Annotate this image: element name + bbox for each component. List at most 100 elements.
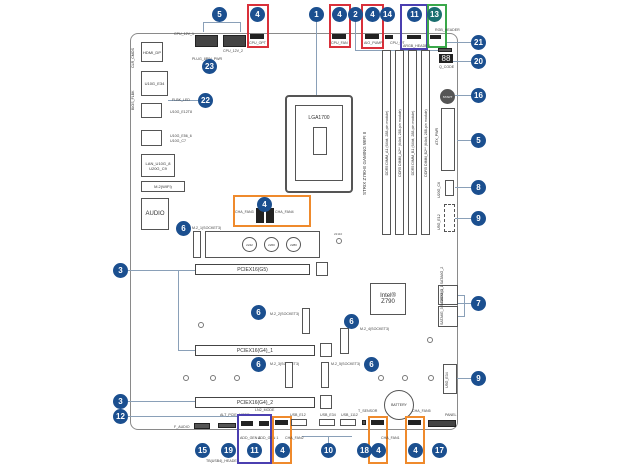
battery-label: BATTERY [391, 403, 407, 407]
callout-21: 21 [471, 35, 486, 50]
usb-1112-header [340, 419, 356, 426]
rgb-header[interactable] [430, 35, 441, 39]
cpu-ot-jumper[interactable] [385, 35, 393, 39]
board-name: STRIX Z790-E GAMING WIFI II [362, 131, 367, 195]
callout-4: 4 [408, 443, 423, 458]
cha-fan5-label: CHA_FAN5 [412, 409, 431, 413]
callout-19: 19 [221, 443, 236, 458]
t-sensor-label: T_SENSOR [358, 409, 378, 413]
sata-34-label: SATA6G_3 SATA6G_4 [440, 288, 444, 325]
callout-11: 11 [247, 443, 262, 458]
rgb-highlight [427, 4, 447, 48]
t-sensor-header[interactable] [362, 420, 366, 425]
callout-9: 9 [471, 371, 486, 386]
m2-5-label: M.2_5(SOCKET3) [331, 362, 361, 366]
cha-fan4-label: CHA_FAN4 [275, 210, 294, 214]
callout-3: 3 [113, 263, 128, 278]
start-button[interactable]: START [440, 89, 455, 104]
tb-header[interactable] [218, 423, 236, 428]
usb-e12-port [141, 103, 162, 118]
usb-c9-label: U20G_C9 [149, 165, 167, 171]
addr-gen-highlight [237, 414, 272, 464]
usb-e56-label: U10G_E56_6 [170, 134, 192, 138]
aio-pump-header[interactable] [365, 34, 379, 39]
panel-header[interactable] [428, 420, 456, 427]
aio-pump-label: AIO_PUMP [364, 41, 383, 45]
pcie-x16-g4-1-slot: PCIEX16(G4)_1 [195, 345, 315, 356]
sata-34 [438, 306, 458, 327]
f-audio-label: F_AUDIO [174, 425, 190, 429]
m2-1-slot [193, 231, 201, 258]
chipset: Intel®Z790 [370, 283, 406, 315]
cpu-socket: LGA1700 [285, 95, 353, 193]
m2-2-label: M.2_2(SOCKET3) [270, 312, 300, 316]
pcie1-label: PCIEX16(G5) [237, 266, 268, 273]
callout-11: 11 [407, 7, 422, 22]
addr-gen1-label: ADD_GEN 1 [258, 436, 279, 440]
callout-6: 6 [364, 357, 379, 372]
dimm-a1: DDR5 DIMM_A1 (64bit, 288-pin module) [382, 50, 391, 235]
pcie-x16-g5-slot: PCIEX16(G5) [195, 264, 310, 275]
cha-fan2-header[interactable] [275, 420, 288, 425]
standoff [234, 375, 240, 381]
cha-fan5-highlight [405, 416, 425, 464]
callout-4: 4 [365, 7, 380, 22]
cha-fan5-header[interactable] [408, 420, 421, 425]
clr-cmos-label: CLR_CMOS [131, 48, 135, 68]
standoff [402, 375, 408, 381]
cha-fan34-highlight [233, 195, 311, 227]
chipset-brand: Intel® [380, 293, 396, 299]
standoff-2242: 2242 [242, 237, 257, 252]
callout-5: 5 [212, 7, 227, 22]
cpu-opt-header[interactable] [250, 34, 264, 39]
m2-4-label: M.2_4(SOCKET3) [360, 327, 390, 331]
addr-gen1-header[interactable] [241, 421, 253, 426]
dimm-b2: DDR5 DIMM_B2** (64bit, 288-pin module) [421, 50, 430, 235]
callout-16: 16 [471, 88, 486, 103]
standoff [183, 375, 189, 381]
lan-label: LAN_U10G_8 [145, 160, 171, 166]
standoff-2260: 2260 [264, 237, 279, 252]
cpu-fan-highlight [329, 4, 351, 48]
cpu-12v-1-label: CPU_12V_1 [174, 32, 194, 36]
usb-e56-port [141, 130, 162, 146]
argb-header[interactable] [407, 35, 421, 39]
f-audio-header[interactable] [194, 423, 210, 429]
callout-20: 20 [471, 54, 486, 69]
ln2-label: LN2_MODE [255, 408, 275, 412]
dimm-b2-label: DDR5 DIMM_B2** (64bit, 288-pin module) [423, 108, 428, 177]
pcie2-label: PCIEX16(G4)_1 [236, 347, 274, 354]
hdmi-dp-port: HDMI_DP [141, 42, 163, 62]
callout-13: 13 [427, 7, 442, 22]
standoff [198, 322, 204, 328]
argb-label: ARGB_HEADER [403, 44, 431, 48]
cpu-opt-label: CPU_OPT [249, 41, 266, 45]
cpu-fan-header[interactable] [332, 34, 346, 39]
addr-gen2-label: ADD_GEN 2 [240, 436, 261, 440]
cpu-fan-label: CPU_FAN [331, 41, 348, 45]
callout-23: 23 [202, 59, 217, 74]
cha-fan1-highlight [368, 416, 388, 464]
usb-e12-label: U10G_E12T8 [170, 110, 192, 114]
wifi-module: M.2(WIFI) [141, 181, 185, 192]
cpu-12v-2-connector [223, 35, 246, 47]
callout-4: 4 [275, 443, 290, 458]
callout-18: 18 [357, 443, 372, 458]
callout-6: 6 [176, 221, 191, 236]
dimm-a2: DDR5 DIMM_A2** (64bit, 288-pin module) [395, 50, 404, 235]
panel-label: PANEL [445, 413, 457, 417]
cha-fan1-header[interactable] [371, 420, 384, 425]
start-label: START [442, 94, 453, 99]
addr-gen2-header[interactable] [259, 421, 269, 426]
callout-5: 5 [471, 133, 486, 148]
standoff-label: 2280 [290, 242, 297, 247]
standoff [210, 375, 216, 381]
dimm-a1-label: DDR5 DIMM_A1 (64bit, 288-pin module) [384, 110, 389, 175]
m2-4-slot [340, 328, 349, 354]
audio-label: AUDIO [145, 211, 165, 217]
standoff [428, 375, 434, 381]
usb-c6-header [445, 180, 454, 196]
callout-6: 6 [251, 305, 266, 320]
callout-15: 15 [195, 443, 210, 458]
